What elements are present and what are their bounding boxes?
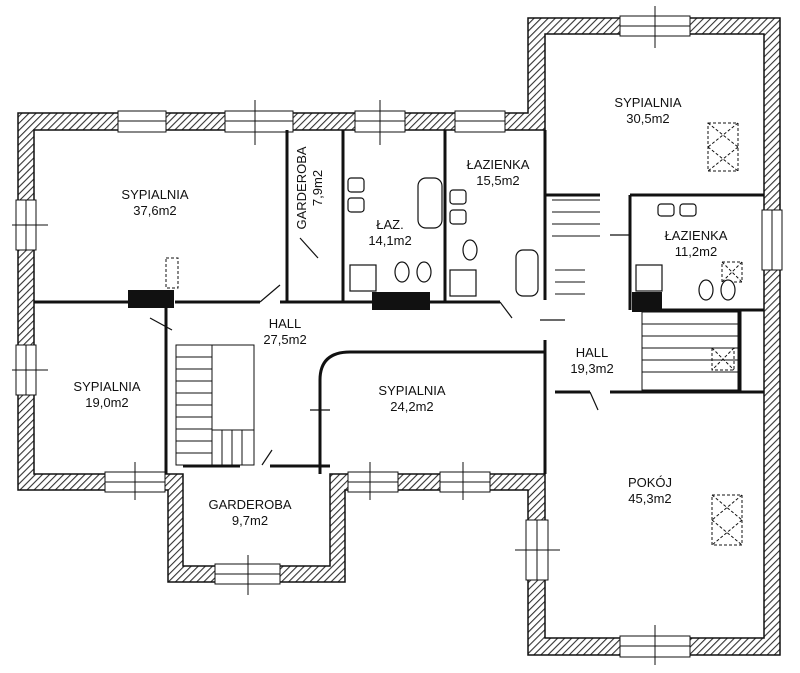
room-name: HALL	[575, 345, 609, 360]
room-name: SYPIALNIA	[73, 379, 141, 394]
room-sypialnia-37: SYPIALNIA 37,6m2	[121, 187, 188, 219]
room-area: 7,9m2	[310, 169, 325, 207]
room-name: GARDEROBA	[294, 146, 309, 230]
room-area: 14,1m2	[368, 233, 412, 248]
room-area: 9,7m2	[231, 513, 269, 528]
room-name: HALL	[268, 316, 302, 331]
room-name: SYPIALNIA	[378, 383, 446, 398]
room-sypialnia-305: SYPIALNIA 30,5m2	[614, 95, 681, 127]
room-laz-141: ŁAZ. 14,1m2	[368, 217, 411, 249]
room-sypialnia-242: SYPIALNIA 24,2m2	[378, 383, 445, 415]
room-area: 19,0m2	[85, 395, 129, 410]
room-garderoba-79: GARDEROBA 7,9m2	[294, 146, 326, 229]
room-hall-193: HALL 19,3m2	[570, 345, 613, 377]
room-name: SYPIALNIA	[121, 187, 189, 202]
room-name: SYPIALNIA	[614, 95, 682, 110]
room-area: 19,3m2	[570, 361, 614, 376]
room-lazienka-155: ŁAZIENKA 15,5m2	[467, 157, 530, 189]
room-garderoba-97: GARDEROBA 9,7m2	[208, 497, 291, 529]
room-hall-275: HALL 27,5m2	[263, 316, 306, 348]
room-sypialnia-190: SYPIALNIA 19,0m2	[73, 379, 140, 411]
room-area: 24,2m2	[390, 399, 434, 414]
room-name: ŁAZIENKA	[664, 228, 728, 243]
room-area: 37,6m2	[133, 203, 177, 218]
room-name: ŁAZ.	[376, 217, 404, 232]
wall-blocks	[128, 290, 662, 312]
room-area: 45,3m2	[628, 491, 672, 506]
room-name: GARDEROBA	[208, 497, 292, 512]
room-area: 27,5m2	[263, 332, 307, 347]
room-name: ŁAZIENKA	[466, 157, 530, 172]
room-area: 11,2m2	[674, 244, 718, 259]
room-lazienka-112: ŁAZIENKA 11,2m2	[665, 228, 728, 260]
room-area: 30,5m2	[626, 111, 670, 126]
window-mullions	[12, 6, 773, 665]
stairs-left	[175, 344, 255, 466]
bath-fixtures	[347, 177, 736, 301]
room-name: POKÓJ	[627, 475, 673, 490]
interior-walls	[34, 130, 764, 474]
room-area: 15,5m2	[476, 173, 520, 188]
doors	[149, 234, 630, 466]
room-pokoj-453: POKÓJ 45,3m2	[628, 475, 672, 507]
